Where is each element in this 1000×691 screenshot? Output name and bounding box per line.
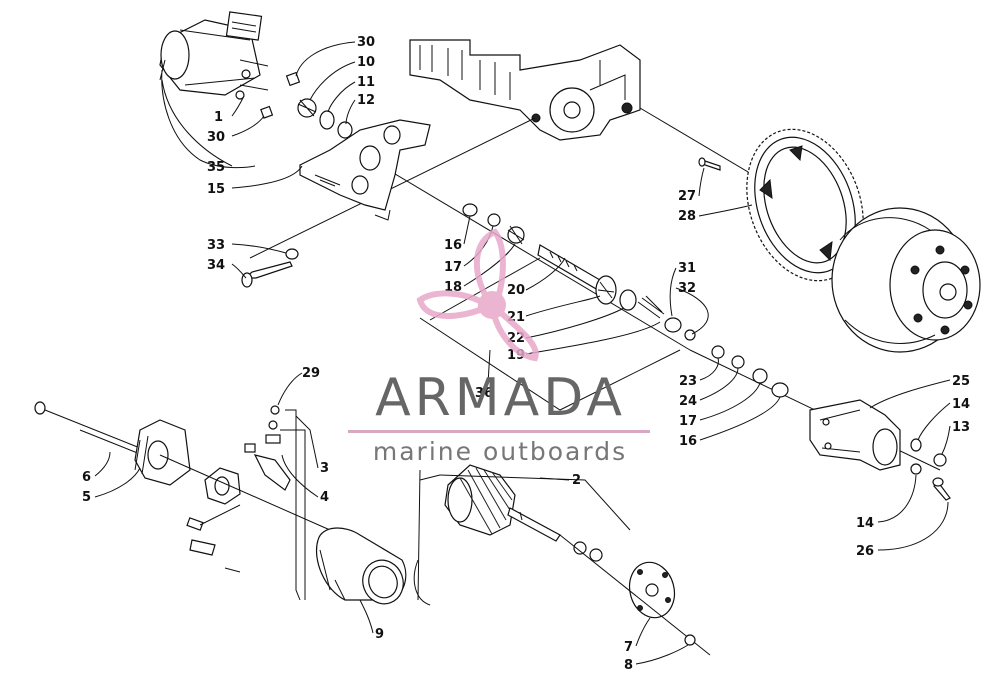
callout-13: 13 bbox=[952, 420, 970, 435]
washers-lower bbox=[711, 345, 789, 398]
watermark-divider bbox=[348, 430, 650, 433]
callout-2: 2 bbox=[572, 473, 581, 488]
callout-16-lower: 16 bbox=[679, 434, 697, 449]
callout-35: 35 bbox=[207, 160, 225, 175]
group-bracket-36 bbox=[419, 317, 681, 411]
callout-15: 15 bbox=[207, 182, 225, 197]
engine-crankcase bbox=[409, 39, 641, 141]
callout-36: 36 bbox=[475, 386, 493, 401]
callout-27: 27 bbox=[678, 189, 696, 204]
callout-32: 32 bbox=[678, 281, 696, 296]
callout-14: 14 bbox=[952, 397, 970, 412]
watermark-subtitle: marine outboards bbox=[372, 437, 628, 466]
callout-6: 6 bbox=[82, 470, 91, 485]
field-frame-9 bbox=[316, 527, 407, 605]
group-bracket-2 bbox=[417, 469, 631, 601]
drive-axis-line bbox=[379, 164, 691, 351]
callout-17-lower: 17 bbox=[679, 414, 697, 429]
brackets-3-4 bbox=[199, 409, 306, 601]
watermark-title: ARMADA bbox=[375, 368, 626, 428]
small-parts-upper bbox=[260, 71, 353, 139]
end-cap-5 bbox=[134, 419, 191, 486]
callout-26: 26 bbox=[856, 544, 874, 559]
callout-14-lower: 14 bbox=[856, 516, 874, 531]
callout-7: 7 bbox=[624, 640, 633, 655]
flywheel-ring-gear bbox=[746, 128, 864, 282]
callout-1: 1 bbox=[214, 110, 223, 125]
commutator-end-plate-7 bbox=[559, 534, 711, 656]
callout-33: 33 bbox=[207, 238, 225, 253]
callout-11: 11 bbox=[357, 75, 375, 90]
brush-parts bbox=[186, 405, 291, 573]
callout-3: 3 bbox=[320, 461, 329, 476]
starter-motor-upper bbox=[159, 11, 269, 169]
callout-25: 25 bbox=[952, 374, 970, 389]
callout-4: 4 bbox=[320, 490, 329, 505]
flywheel bbox=[831, 207, 981, 353]
callout-30-lower: 30 bbox=[207, 130, 225, 145]
callout-34: 34 bbox=[207, 258, 225, 273]
callout-12: 12 bbox=[357, 93, 375, 108]
callout-16: 16 bbox=[444, 238, 462, 253]
callout-8: 8 bbox=[624, 658, 633, 673]
mounting-bracket bbox=[299, 119, 431, 221]
callout-30: 30 bbox=[357, 35, 375, 50]
starter-drive-housing bbox=[809, 399, 951, 501]
propeller-logo bbox=[416, 228, 539, 362]
callout-29: 29 bbox=[302, 366, 320, 381]
bolt-34-washer-33 bbox=[241, 248, 299, 288]
callout-labels: 30 10 11 12 1 30 35 15 33 34 16 17 18 20… bbox=[82, 35, 970, 673]
mount-axis-line bbox=[249, 117, 536, 259]
callout-20: 20 bbox=[507, 283, 525, 298]
callout-31: 31 bbox=[678, 261, 696, 276]
armature-2 bbox=[413, 464, 603, 606]
through-bolt-6 bbox=[34, 401, 151, 459]
callout-23: 23 bbox=[679, 374, 697, 389]
callout-10: 10 bbox=[357, 55, 375, 70]
brush-holder bbox=[159, 454, 331, 531]
callout-9: 9 bbox=[375, 627, 384, 642]
leader-lines bbox=[94, 41, 951, 665]
callout-17: 17 bbox=[444, 260, 462, 275]
bolt-27 bbox=[698, 157, 721, 171]
callout-24: 24 bbox=[679, 394, 697, 409]
bendix-drive bbox=[462, 203, 696, 341]
callout-5: 5 bbox=[82, 490, 91, 505]
callout-28: 28 bbox=[678, 209, 696, 224]
